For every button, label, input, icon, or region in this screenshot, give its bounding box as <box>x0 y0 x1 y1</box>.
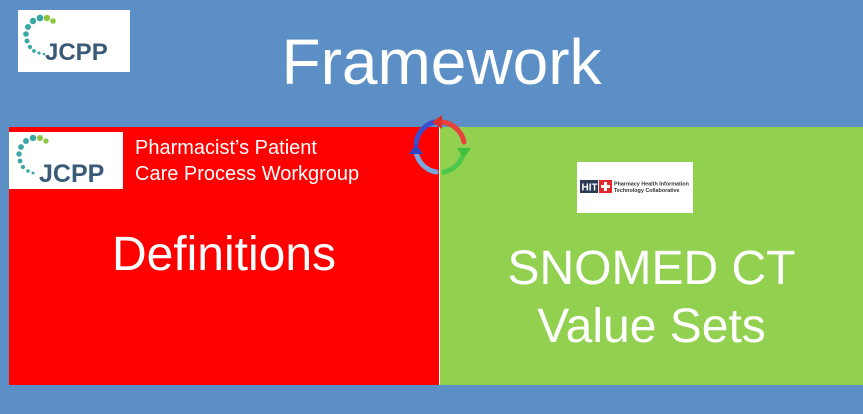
snomed-heading-line-1: SNOMED CT <box>507 242 796 295</box>
phit-logo-line-2: Technology Collaborative <box>614 188 680 194</box>
jcpp-logo-left: JCPP <box>9 132 123 189</box>
phit-logo: HIT Pharmacy Health Information Technolo… <box>577 162 693 213</box>
definitions-heading: Definitions <box>111 228 337 281</box>
workgroup-line-1: Pharmacist’s Patient <box>135 137 317 159</box>
jcpp-logo-icon: JCPP <box>16 134 104 188</box>
jcpp-logo-icon: JCPP <box>23 14 108 66</box>
jcpp-logo-top-text: JCPP <box>45 39 108 66</box>
cycle-arrows <box>406 112 476 182</box>
page-title: Framework <box>281 26 602 98</box>
phit-logo-icon: HIT Pharmacy Health Information Technolo… <box>580 180 689 194</box>
snomed-heading-line-2: Value Sets <box>537 300 766 353</box>
cycle-arrows-icon <box>409 115 471 175</box>
snomed-heading: SNOMED CT Value Sets <box>440 240 863 356</box>
jcpp-logo-left-text: JCPP <box>39 160 104 188</box>
footer-bar <box>0 385 863 414</box>
workgroup-line-2: Care Process Workgroup <box>135 163 360 185</box>
phit-logo-line-1: Pharmacy Health Information <box>614 182 689 188</box>
workgroup-label: Pharmacist’s Patient Care Process Workgr… <box>135 135 359 187</box>
panel-separator <box>439 127 440 385</box>
phit-logo-mark: HIT <box>582 183 598 194</box>
jcpp-logo-top: JCPP <box>18 10 130 72</box>
